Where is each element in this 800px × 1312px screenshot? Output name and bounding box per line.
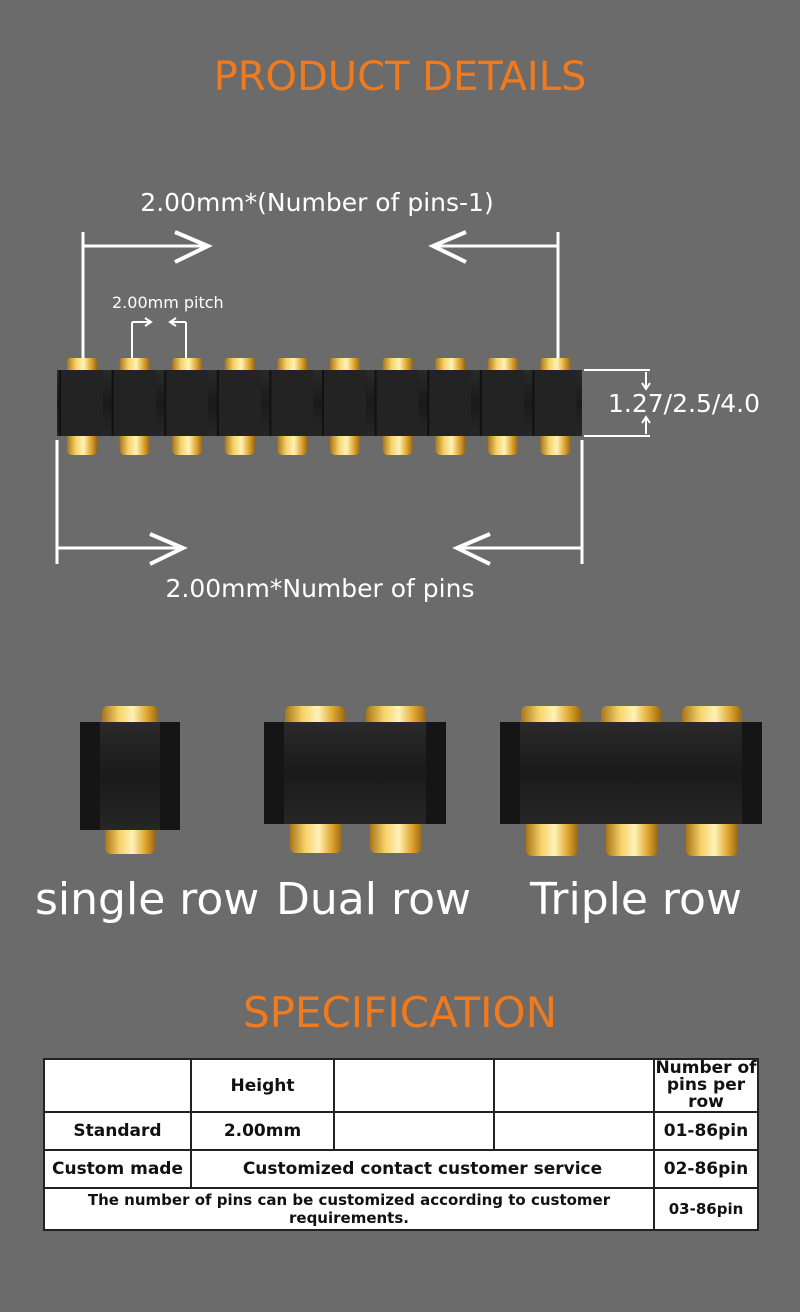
bottom-dimension-label: 2.00mm*Number of pins <box>165 574 475 603</box>
standard-label: Standard <box>43 1111 192 1151</box>
table-row: Custom made Customized contact customer … <box>43 1149 759 1189</box>
empty-cell <box>493 1111 655 1151</box>
height-markers <box>584 369 651 437</box>
header-cell <box>43 1058 192 1113</box>
pin-bottom <box>172 430 203 455</box>
pin-cell <box>166 370 209 436</box>
pin-cell <box>376 370 419 436</box>
pin-cell <box>429 370 472 436</box>
standard-pins: 01-86pin <box>653 1111 759 1151</box>
product-details-heading: PRODUCT DETAILS <box>213 54 587 100</box>
pin-bottom <box>67 430 97 455</box>
top-dimension-arrows <box>81 230 560 362</box>
pitch-markers <box>131 317 187 360</box>
specification-heading: SPECIFICATION <box>242 988 558 1037</box>
triple-row-connector <box>500 706 762 856</box>
pin-bottom <box>487 430 518 455</box>
standard-height: 2.00mm <box>190 1111 335 1151</box>
pin-bottom <box>435 430 466 455</box>
table-row: The number of pins can be customized acc… <box>43 1187 759 1231</box>
empty-cell <box>333 1111 495 1151</box>
custom-pins-note: The number of pins can be customized acc… <box>43 1187 655 1231</box>
pin-cell <box>534 370 577 436</box>
custom-note: Customized contact customer service <box>190 1149 655 1189</box>
pin-cell <box>271 370 314 436</box>
pitch-label: 2.00mm pitch <box>112 293 224 312</box>
pin-cell <box>61 370 103 436</box>
custom-label: Custom made <box>43 1149 192 1189</box>
pin-bottom <box>382 430 413 455</box>
pin-bottom <box>330 430 360 455</box>
table-row: Height Number of pins per row <box>43 1058 759 1113</box>
pin-cell <box>324 370 366 436</box>
pin-bottom <box>277 430 308 455</box>
custom-pins: 02-86pin <box>653 1149 759 1189</box>
custom-pins-range: 03-86pin <box>653 1187 759 1231</box>
top-dimension-label: 2.00mm*(Number of pins-1) <box>140 188 494 217</box>
pin-bottom <box>224 430 255 455</box>
header-pins-per-row: Number of pins per row <box>653 1058 759 1113</box>
specification-table: Height Number of pins per row Standard 2… <box>43 1058 759 1231</box>
header-cell <box>493 1058 655 1113</box>
dual-row-connector <box>264 706 446 853</box>
single-row-connector <box>80 706 180 854</box>
single-row-label: single row <box>35 874 260 925</box>
header-cell <box>333 1058 495 1113</box>
bottom-dimension-arrows <box>55 440 584 566</box>
dual-row-label: Dual row <box>276 874 471 925</box>
pin-bottom <box>119 430 150 455</box>
pin-bottom <box>540 430 571 455</box>
connector-strip <box>57 358 582 455</box>
pin-cell <box>218 370 261 436</box>
pin-cell <box>113 370 156 436</box>
pin-cell <box>481 370 524 436</box>
header-height: Height <box>190 1058 335 1113</box>
height-label: 1.27/2.5/4.0 <box>608 389 761 418</box>
triple-row-label: Triple row <box>530 874 742 925</box>
table-row: Standard 2.00mm 01-86pin <box>43 1111 759 1151</box>
